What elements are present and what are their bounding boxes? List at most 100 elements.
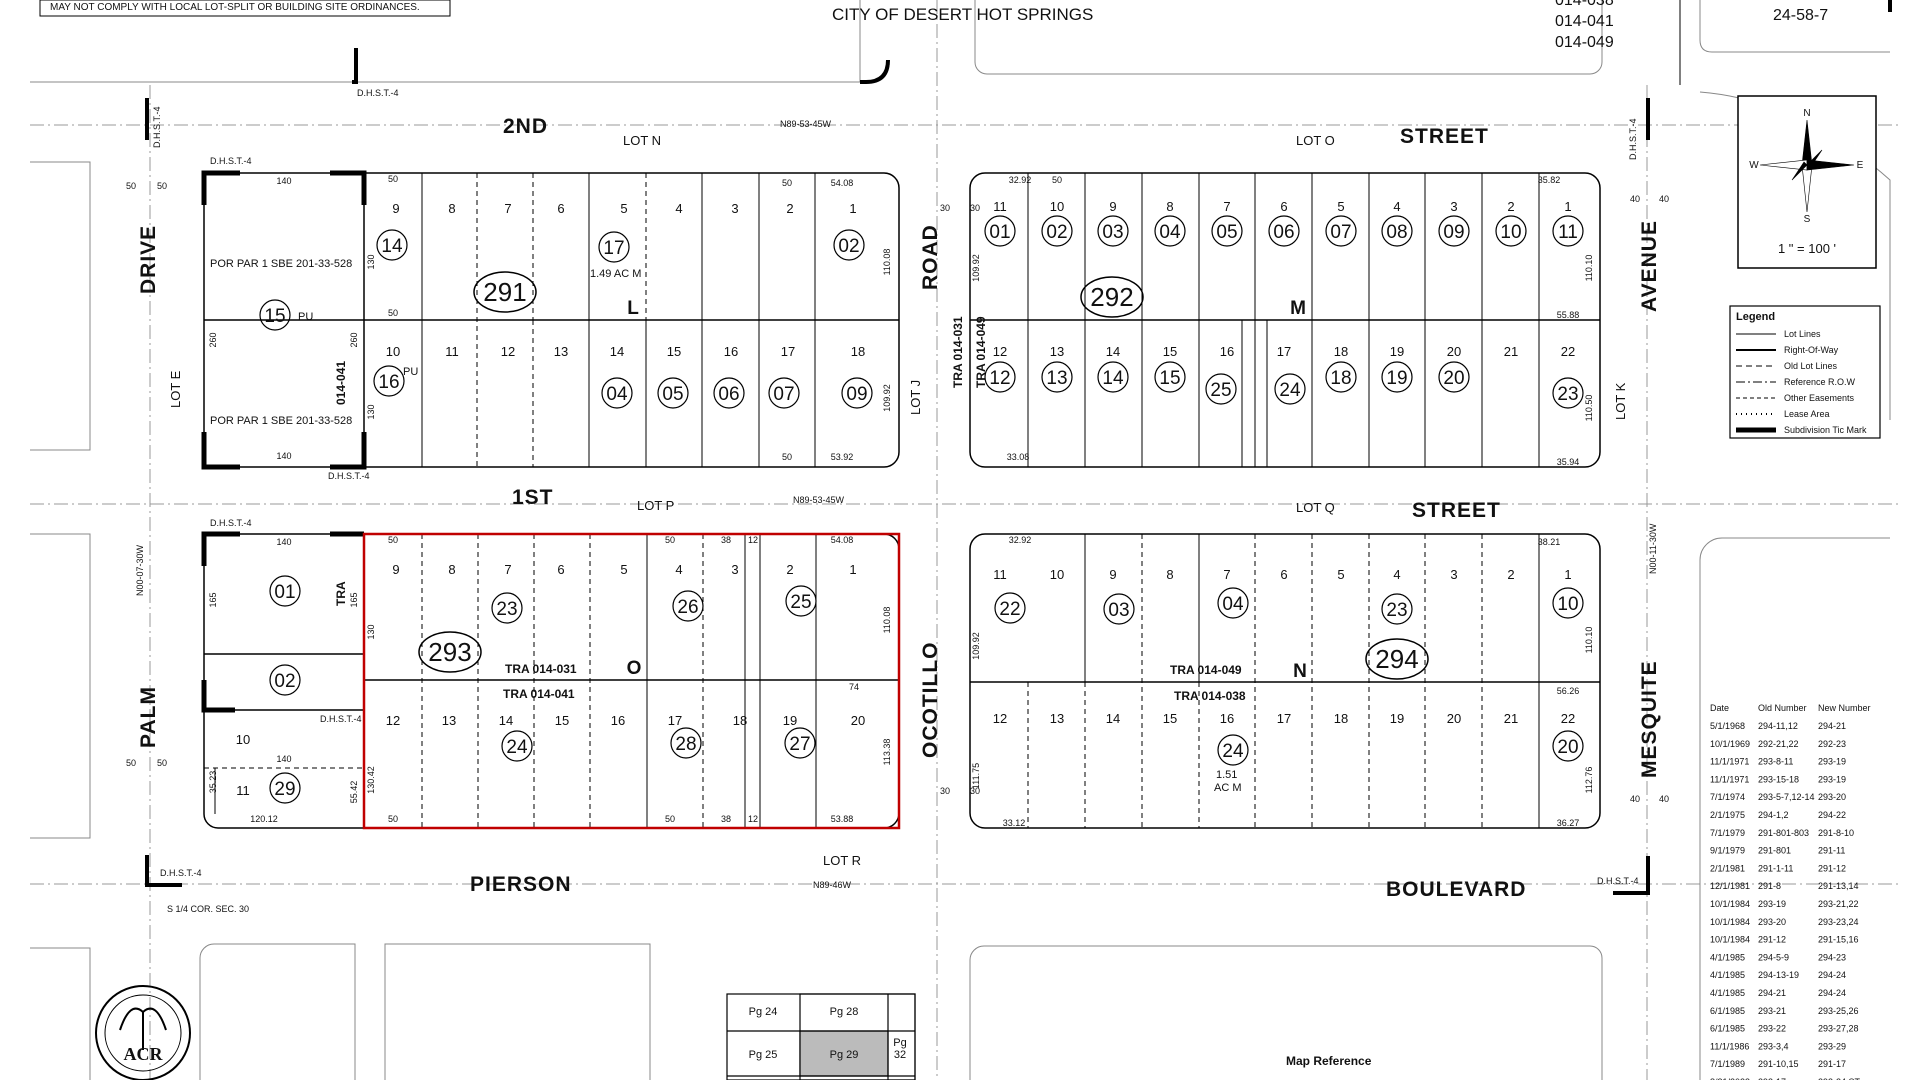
- dim-11276: 112.76: [1584, 767, 1594, 794]
- street-2nd-street: STREET: [1400, 125, 1489, 148]
- lot-293b-6: 18: [733, 713, 747, 728]
- history-cell: 10/1/1984: [1710, 935, 1750, 945]
- history-cell: 294-24: [1818, 970, 1846, 980]
- note-acres-2a: 1.51: [1216, 769, 1237, 781]
- parcel-292-1-circle: [1041, 215, 1073, 247]
- history-cell: 291-12: [1758, 935, 1786, 945]
- parcel-292-2-circle: [1097, 215, 1129, 247]
- history-cell: 291-15,16: [1818, 935, 1859, 945]
- history-cell: 291-17: [1818, 1059, 1846, 1069]
- lot-292-0: 11: [993, 199, 1007, 214]
- lot-291b-4: 14: [610, 344, 624, 359]
- dim-50-4: 50: [782, 452, 792, 462]
- history-cell: 293-3,4: [1758, 1041, 1789, 1051]
- history-header-1: Old Number: [1758, 703, 1807, 713]
- parcel-291-6-circle: [657, 377, 689, 409]
- parcel-292-0: 01: [989, 222, 1010, 243]
- parcel-293-1-circle: [269, 664, 301, 696]
- history-cell: 291-11: [1818, 846, 1845, 856]
- lot-291-3: 6: [557, 201, 564, 216]
- history-cell: 5/1/1968: [1710, 721, 1745, 731]
- dim-3292-1: 32.92: [1009, 175, 1032, 185]
- dim-165-2: 165: [349, 592, 359, 607]
- legend-item-ref-row: Reference R.O.W: [1784, 377, 1856, 387]
- map-code-3: 014-049: [1555, 34, 1614, 51]
- bearing-3: N89-46W: [813, 880, 852, 890]
- parcel-294-3-circle: [1381, 593, 1413, 625]
- lot-291b-1: 11: [445, 344, 459, 359]
- dim-3312: 33.12: [1003, 818, 1026, 828]
- lot-293b-8: 20: [851, 713, 865, 728]
- history-cell: 11/1/1971: [1710, 774, 1749, 784]
- lot-292-1: 10: [1050, 199, 1064, 214]
- dim-140-4: 140: [276, 754, 291, 764]
- note-tra-6: 014-041: [334, 361, 348, 405]
- lot-294-1: 10: [1050, 567, 1064, 582]
- history-cell: 10/1/1984: [1710, 899, 1750, 909]
- parcel-291-9: 09: [846, 384, 867, 405]
- bearing-5: N00-11-30W: [1648, 523, 1658, 574]
- page-index-grid: Pg 24 Pg 28 Pg 25 Pg 29 Pg 32: [726, 993, 916, 1080]
- parcel-292-18: 19: [1386, 368, 1407, 389]
- lot-292-8: 3: [1450, 199, 1457, 214]
- note-pu-2: PU: [403, 366, 418, 378]
- parcel-293-5: 25: [790, 592, 811, 613]
- dhst-6: D.H.S.T.-4: [160, 868, 202, 878]
- lot-291b-0: 10: [386, 344, 400, 359]
- street-palm: PALM: [137, 686, 160, 748]
- highlight-boundary: [362, 532, 901, 830]
- history-cell: 293-19: [1758, 899, 1786, 909]
- dhst-5: D.H.S.T.-4: [320, 714, 362, 724]
- history-cell: 294-22: [1818, 810, 1846, 820]
- parcel-291-0: 14: [381, 236, 403, 257]
- legend-item-tic: Subdivision Tic Mark: [1784, 425, 1867, 435]
- history-cell: 6/1/1985: [1710, 1006, 1745, 1016]
- dim-260-1: 260: [208, 332, 218, 347]
- history-cell: 294-13-19: [1758, 970, 1799, 980]
- dim-50-1: 50: [388, 174, 398, 184]
- street-pierson: PIERSON: [470, 873, 572, 896]
- lot-291-0: 9: [392, 201, 399, 216]
- parcel-291-9-circle: [841, 377, 873, 409]
- history-cell: 293-21,22: [1818, 899, 1859, 909]
- compass-rose-icon: [1759, 119, 1855, 213]
- lot-292b-10: 22: [1561, 344, 1575, 359]
- note-acres-1: 1.49 AC M: [590, 268, 641, 280]
- lot-294b-3: 15: [1163, 711, 1177, 726]
- history-cell: 10/1/1984: [1710, 917, 1750, 927]
- history-cell: 294-21: [1818, 721, 1846, 731]
- page-32-a: Pg: [893, 1037, 906, 1049]
- block-letter-l: L: [627, 298, 639, 319]
- note-por-2: POR PAR 1 SBE 201-33-528: [210, 415, 352, 427]
- lot-294-6: 5: [1337, 567, 1344, 582]
- dim-12012: 120.12: [250, 814, 278, 824]
- history-cell: 294-24: [1818, 988, 1846, 998]
- lot-293-3: 6: [557, 562, 564, 577]
- note-tra-5: TRA: [334, 581, 348, 606]
- lot-291-2: 7: [504, 201, 511, 216]
- street-drive: DRIVE: [137, 225, 160, 294]
- history-cell: 293-29: [1818, 1041, 1846, 1051]
- legend-title: Legend: [1736, 311, 1775, 323]
- lot-291b-3: 13: [554, 344, 568, 359]
- lot-293b-0: 12: [386, 713, 400, 728]
- parcel-291-3: 02: [838, 236, 859, 257]
- lot-291b-5: 15: [667, 344, 681, 359]
- dim-50-5: 50: [1052, 175, 1062, 185]
- history-cell: 292-21,22: [1758, 739, 1799, 749]
- parcel-292-17-circle: [1325, 361, 1357, 393]
- dim-10992-1: 109.92: [882, 384, 892, 412]
- lot-293b-3: 15: [555, 713, 569, 728]
- parcel-292-20: 23: [1557, 384, 1578, 405]
- legend-item-row: Right-Of-Way: [1784, 345, 1839, 355]
- lot-294b-7: 19: [1390, 711, 1404, 726]
- history-cell: 6/1/1985: [1710, 1024, 1745, 1034]
- page-24: Pg 24: [749, 1006, 778, 1018]
- page-32-b: 32: [894, 1049, 906, 1061]
- parcel-294-4-circle: [1552, 587, 1584, 619]
- lot-292b-4: 16: [1220, 344, 1234, 359]
- lot-n: LOT N: [623, 133, 661, 148]
- dim-50-8: 50: [665, 535, 675, 545]
- dim-74: 74: [849, 682, 859, 692]
